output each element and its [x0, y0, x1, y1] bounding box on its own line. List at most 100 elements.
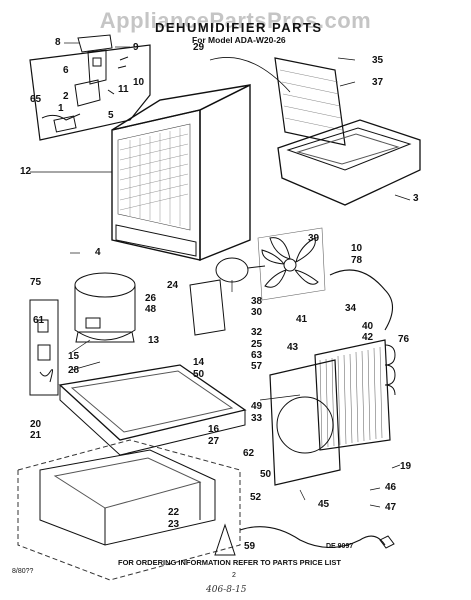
grille-leader: [209, 57, 291, 93]
callout-21: 21: [30, 430, 42, 441]
callout-39: 39: [308, 233, 320, 244]
site-watermark: AppliancePartsPros.com: [99, 8, 372, 33]
callout-3: 3: [413, 193, 419, 204]
callout-65: 65: [30, 94, 42, 105]
page-title: DEHUMIDIFIER PARTS: [155, 20, 323, 35]
cabinet-top: [111, 84, 251, 131]
callout-28: 28: [68, 365, 80, 376]
callout-38: 38: [251, 296, 263, 307]
capillary-tube: [329, 269, 394, 331]
cord-small: [39, 369, 53, 383]
callout-9: 9: [133, 42, 139, 53]
control-panel-outline: [29, 44, 151, 141]
callout-62: 62: [243, 448, 255, 459]
callout-75: 75: [30, 277, 42, 288]
bucket-rim: [286, 127, 412, 171]
callout-47: 47: [385, 502, 397, 513]
callout-8: 8: [55, 37, 61, 48]
callout-1: 1: [58, 103, 64, 114]
fan-motor-shaft: [247, 265, 266, 269]
power-cord: [239, 526, 386, 548]
wire-harness-small: [41, 113, 81, 121]
callout-34: 34: [345, 303, 357, 314]
control-bracket: [77, 34, 113, 53]
cabinet-lower-panel: [115, 224, 197, 257]
callout-49: 49: [251, 401, 263, 412]
fan-motor: [215, 257, 249, 283]
humidistat-body: [74, 79, 101, 107]
callout-22: 22: [168, 507, 180, 518]
compressor-mount: [75, 331, 135, 343]
callout-59: 59: [244, 541, 256, 552]
base-frame: [39, 449, 216, 546]
callout-29: 29: [193, 42, 205, 53]
compressor-terminal: [85, 317, 101, 329]
coil-tubes: [384, 344, 396, 396]
drawing-code: DE 9097: [326, 543, 354, 550]
callout-41: 41: [296, 314, 308, 325]
callout-2: 2: [63, 91, 69, 102]
callout-5: 5: [108, 110, 114, 121]
screw-11: [107, 89, 115, 95]
callout-16: 16: [208, 424, 220, 435]
compressor-top: [74, 272, 136, 298]
page-mark: 2: [232, 572, 236, 579]
callout-76: 76: [398, 334, 410, 345]
screw-10: [117, 56, 129, 69]
callout-25: 25: [251, 339, 263, 350]
drain-fitting-59: [214, 523, 236, 556]
callout-24: 24: [167, 280, 179, 291]
evaporator-coil: [314, 339, 391, 451]
capacitor-block: [53, 115, 77, 133]
callout-52: 52: [250, 492, 262, 503]
coil-fins: [319, 346, 383, 449]
callout-45: 45: [318, 499, 330, 510]
bucket-inner: [296, 133, 400, 165]
callout-43: 43: [287, 342, 299, 353]
callout-61: 61: [33, 315, 45, 326]
callout-27: 27: [208, 436, 220, 447]
date-code: 8/80??: [12, 568, 34, 575]
callout-50-mid: 50: [193, 369, 205, 380]
switch-knob: [92, 57, 102, 67]
callout-42: 42: [362, 332, 374, 343]
callout-14: 14: [193, 357, 205, 368]
handwritten-note: 406-8-15: [206, 585, 247, 595]
base-pan-inner: [70, 370, 234, 433]
compressor-body: [74, 285, 136, 341]
water-bucket: [277, 119, 421, 206]
callout-4: 4: [95, 247, 101, 258]
fan-frame: [257, 227, 326, 301]
relay-61: [37, 344, 51, 361]
fan-blade-hub: [283, 258, 297, 272]
leader-lines: [30, 42, 411, 508]
cord-plug: [379, 535, 395, 549]
callout-13: 13: [148, 335, 160, 346]
rear-grille: [274, 57, 346, 146]
skid-bar: [104, 482, 201, 545]
fan-shroud: [269, 359, 341, 486]
motor-bracket: [189, 279, 226, 336]
callout-6: 6: [63, 65, 69, 76]
callout-46: 46: [385, 482, 397, 493]
callout-33: 33: [251, 413, 263, 424]
model-subtitle: For Model ADA-W20-26: [192, 35, 286, 45]
ordering-note: FOR ORDERING INFORMATION REFER TO PARTS …: [118, 558, 341, 567]
frame-dashed: [17, 439, 241, 581]
cabinet-grille: [117, 123, 191, 231]
electrical-box-75: [29, 299, 59, 396]
callout-40: 40: [362, 321, 374, 332]
callout-23: 23: [168, 519, 180, 530]
callout-32: 32: [251, 327, 263, 338]
callout-78: 78: [351, 255, 363, 266]
callout-11: 11: [118, 84, 129, 95]
grille-hatch: [119, 128, 189, 226]
rear-grille-hatch: [279, 69, 343, 131]
cabinet-front: [111, 109, 201, 261]
callout-10-top: 10: [133, 77, 145, 88]
callout-37: 37: [372, 77, 384, 88]
callout-63: 63: [251, 350, 263, 361]
callout-35: 35: [372, 55, 384, 66]
